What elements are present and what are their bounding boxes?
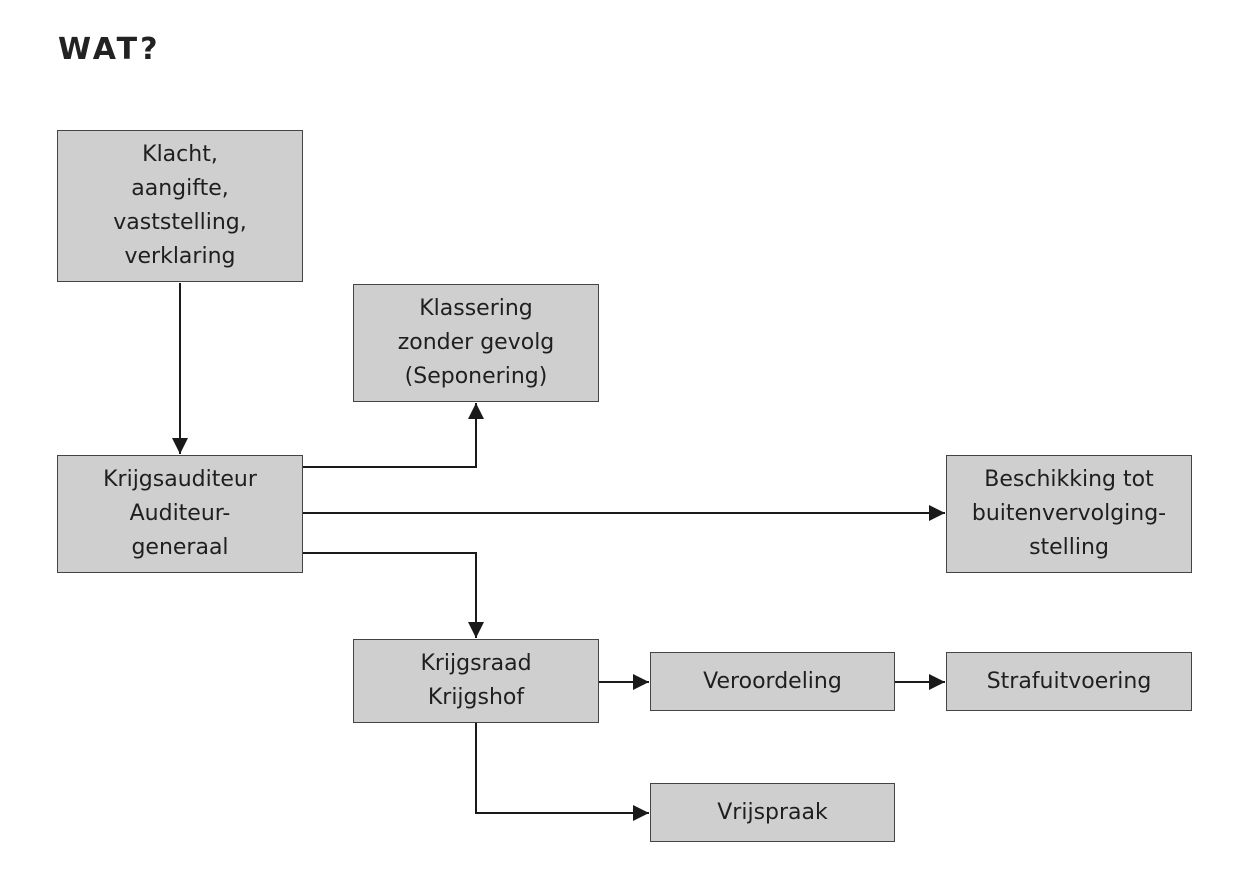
node-vrijspraak-label: Vrijspraak [717, 799, 828, 825]
node-krijgsraad: Krijgsraad Krijgshof [353, 639, 599, 723]
edge-auditeur-to-krijgsraad [303, 552, 484, 638]
node-vrijspraak: Vrijspraak [650, 783, 895, 842]
page-title: WAT? [58, 32, 161, 67]
node-klassering: Klassering zonder gevolg (Seponering) [353, 284, 599, 402]
node-veroordeling: Veroordeling [650, 652, 895, 711]
node-klassering-label: Klassering zonder gevolg (Seponering) [397, 296, 555, 389]
node-auditeur: Krijgsauditeur Auditeur- generaal [57, 455, 303, 573]
edge-krijgsraad-to-vrijspraak [475, 723, 649, 821]
node-krijgsraad-label: Krijgsraad Krijgshof [420, 651, 532, 710]
node-beschikking-label: Beschikking tot buitenvervolging- stelli… [971, 467, 1167, 560]
node-klacht-label: Klacht, aangifte, vaststelling, verklari… [113, 142, 247, 269]
node-klacht: Klacht, aangifte, vaststelling, verklari… [57, 130, 303, 282]
edge-auditeur-to-klassering [303, 403, 484, 468]
node-veroordeling-label: Veroordeling [703, 668, 842, 694]
node-beschikking: Beschikking tot buitenvervolging- stelli… [946, 455, 1192, 573]
node-strafuitvoering: Strafuitvoering [946, 652, 1192, 711]
node-strafuitvoering-label: Strafuitvoering [986, 668, 1152, 694]
node-auditeur-label: Krijgsauditeur Auditeur- generaal [103, 467, 257, 560]
